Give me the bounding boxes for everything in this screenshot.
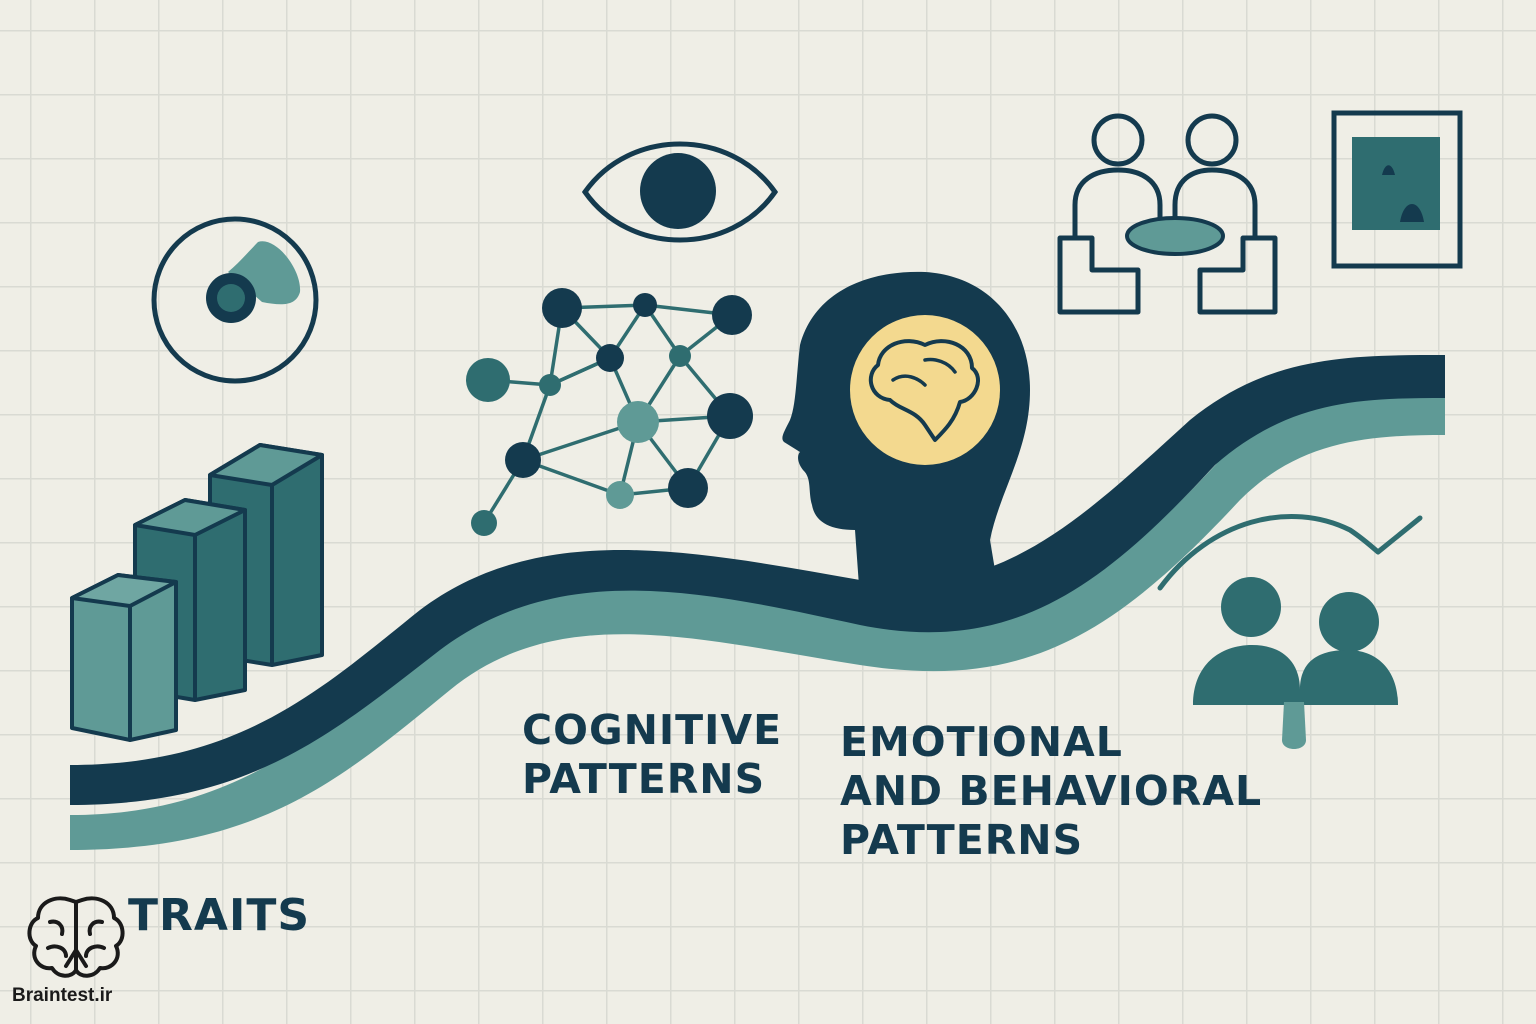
- framed-picture-icon: [1331, 110, 1463, 269]
- people-group-icon: [1193, 577, 1398, 749]
- path-ribbon-teal: [70, 394, 1445, 850]
- table-top: [1125, 216, 1225, 256]
- brand-watermark: Braintest.ir: [12, 985, 113, 1006]
- emotional-line-2: AND BEHAVIORAL: [840, 767, 1263, 816]
- network-nodes: [466, 288, 753, 536]
- emotional-behavioral-label: EMOTIONAL AND BEHAVIORAL PATTERNS: [840, 718, 1262, 866]
- head-brain-icon: [782, 271, 1030, 600]
- cognitive-line-2: PATTERNS: [522, 755, 766, 804]
- eye-icon: [581, 141, 779, 243]
- brain-logo-icon: [27, 896, 125, 978]
- trend-curve-icon: [1157, 513, 1423, 591]
- emotional-line-1: EMOTIONAL: [840, 718, 1123, 766]
- cognitive-patterns-label: COGNITIVE PATTERNS: [522, 706, 782, 804]
- people-table-icon: [1057, 113, 1278, 315]
- traits-label: TRAITS: [128, 890, 311, 941]
- emotional-line-3: PATTERNS: [840, 816, 1084, 865]
- cognitive-line-1: COGNITIVE: [522, 706, 783, 754]
- bar-blocks-icon: [70, 443, 324, 742]
- radar-target-icon: [151, 216, 319, 384]
- path-ribbon-navy: [70, 355, 1445, 805]
